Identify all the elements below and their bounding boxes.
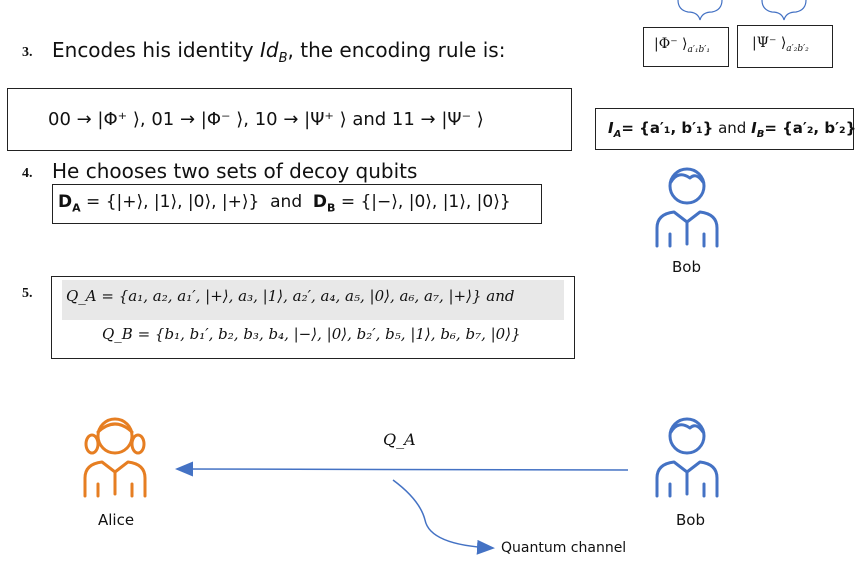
ia-sub: A xyxy=(613,129,622,140)
bob-bottom-label: Bob xyxy=(676,511,705,529)
step5-number: 5. xyxy=(22,286,33,301)
id-b-sub: B xyxy=(278,51,288,66)
sequence-box: Q_A = {a₁, a₂, a₁′, |+⟩, a₃, |1⟩, a₂′, a… xyxy=(51,276,575,359)
bob-bottom-person-icon xyxy=(655,417,719,498)
identity-box: IA= {a′₁, b′₁} and IB= {a′₂, b′₂} xyxy=(595,108,855,150)
ia-value: = {a′₁, b′₁} xyxy=(621,119,714,137)
alice-person-icon xyxy=(83,417,147,498)
step3-text-after: , the encoding rule is: xyxy=(287,38,506,62)
da-label: D xyxy=(58,192,73,212)
da-sub: A xyxy=(72,201,81,215)
channel-pointer-arrow xyxy=(392,479,495,555)
encoding-rule: 00 → |Φ⁺ ⟩, 01 → |Φ⁻ ⟩, 10 → |Ψ⁺ ⟩ and 1… xyxy=(48,109,484,130)
ib-label: I xyxy=(751,119,757,137)
step3-text: Encodes his identity IdB, the encoding r… xyxy=(52,38,505,66)
da-value: = {|+⟩, |1⟩, |0⟩, |+⟩} xyxy=(80,192,260,212)
arrow-label: Q_A xyxy=(383,430,416,449)
ia-label: I xyxy=(608,119,614,137)
ib-value: = {a′₂, b′₂} xyxy=(764,119,855,137)
bob-top-person-icon xyxy=(655,167,719,248)
alice-label: Alice xyxy=(98,511,135,529)
ib-sub: B xyxy=(756,129,765,140)
db-value: = {|−⟩, |0⟩, |1⟩, |0⟩} xyxy=(335,192,511,212)
bell-state-2: |Ψ⁻ ⟩ xyxy=(752,35,787,51)
db-sub: B xyxy=(327,201,336,215)
qa-highlight xyxy=(62,280,564,320)
db-label: D xyxy=(312,192,328,212)
step4-text: He chooses two sets of decoy qubits xyxy=(52,159,418,183)
step3-text-before: Encodes his identity xyxy=(52,38,260,62)
bob-top-label: Bob xyxy=(672,258,701,276)
step3-number: 3. xyxy=(22,45,33,60)
bell-state-box-1: |Φ⁻ ⟩a′₁b′₁ xyxy=(643,27,729,67)
encoding-rule-box: 00 → |Φ⁺ ⟩, 01 → |Φ⁻ ⟩, 10 → |Ψ⁺ ⟩ and 1… xyxy=(7,88,572,151)
qb-sequence: Q_B = {b₁, b₁′, b₂, b₃, b₄, |−⟩, |0⟩, b₂… xyxy=(102,325,521,343)
qa-sequence: Q_A = {a₁, a₂, a₁′, |+⟩, a₃, |1⟩, a₂′, a… xyxy=(66,287,515,305)
bell-state-box-2: |Ψ⁻ ⟩a′₂b′₂ xyxy=(737,25,833,68)
bell-state-1: |Φ⁻ ⟩ xyxy=(654,36,688,52)
decoy-box: DA = {|+⟩, |1⟩, |0⟩, |+⟩} and DB = {|−⟩,… xyxy=(52,184,542,224)
brace-marks xyxy=(677,0,807,21)
decoy-conj: and xyxy=(270,192,303,212)
id-b-label: Id xyxy=(260,38,279,62)
bell-state-2-sub: a′₂b′₂ xyxy=(786,43,809,54)
bell-state-1-sub: a′₁b′₁ xyxy=(687,44,710,55)
identity-conj: and xyxy=(713,119,752,137)
channel-caption: Quantum channel xyxy=(501,540,627,556)
step4-number: 4. xyxy=(22,166,33,181)
qa-transmission-arrow xyxy=(175,461,629,477)
